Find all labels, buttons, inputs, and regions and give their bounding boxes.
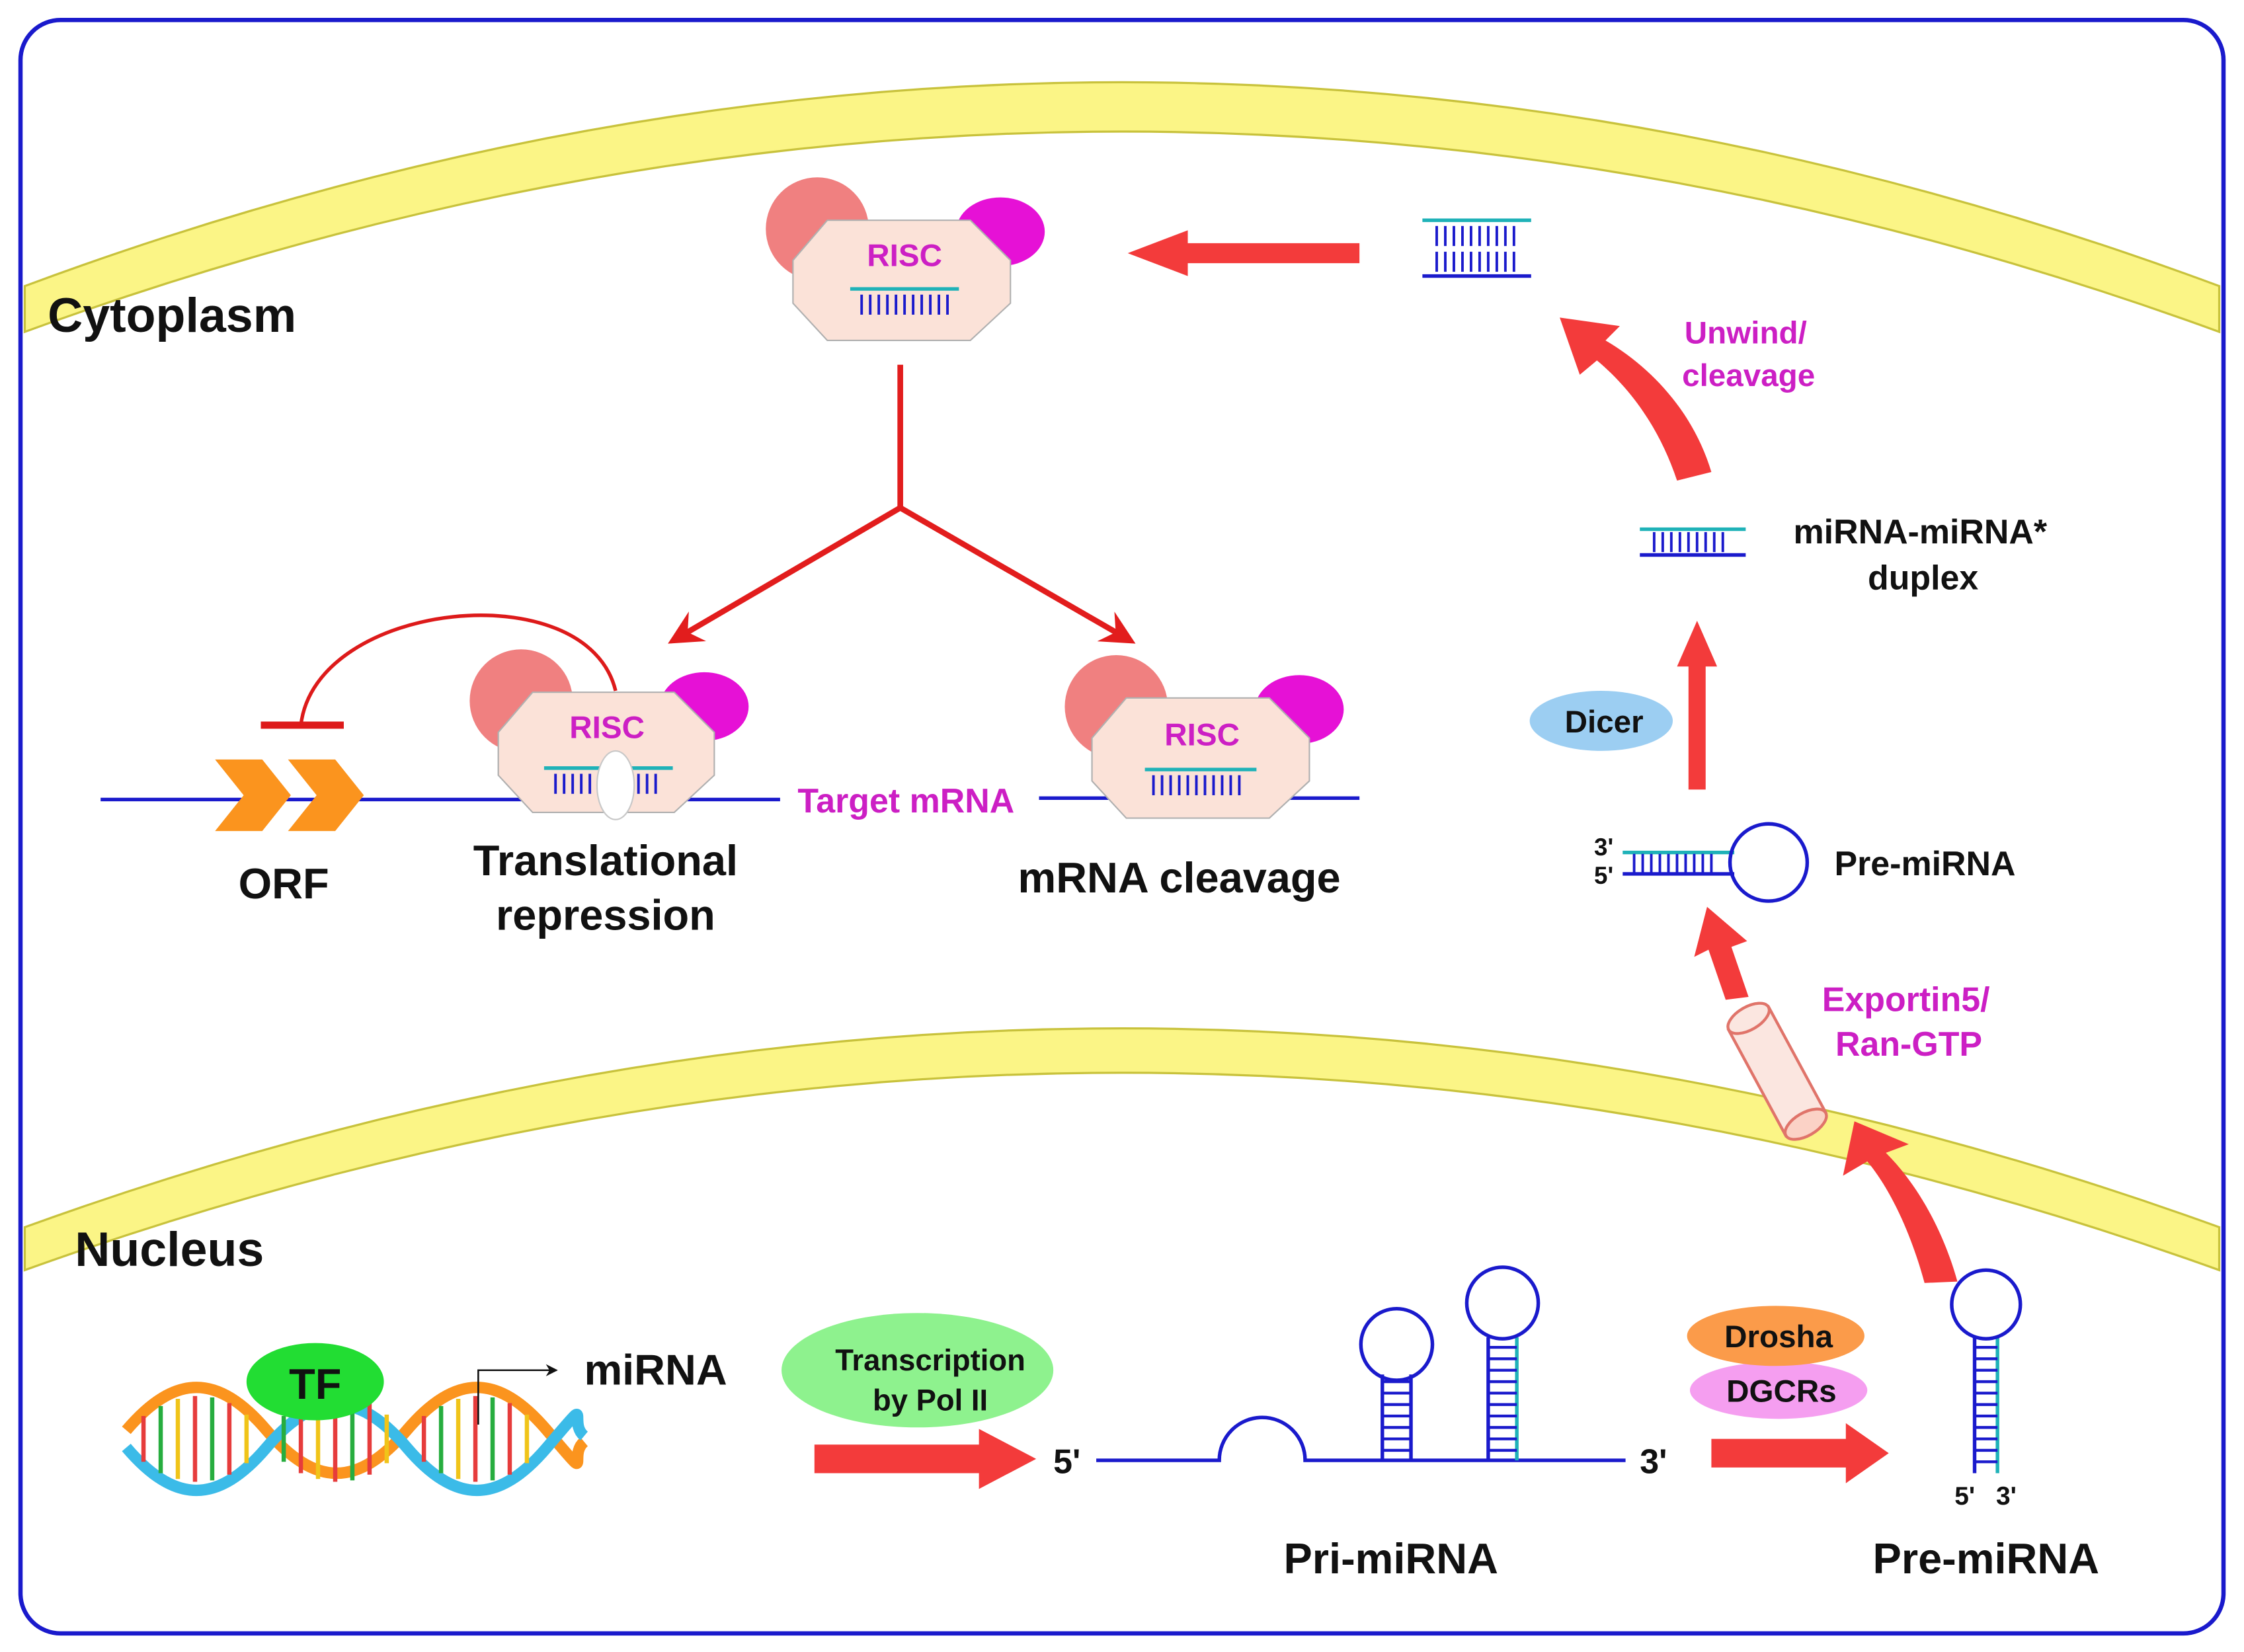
- duplex-label-line1: miRNA-miRNA*: [1794, 513, 2048, 551]
- pre-mirna-nuclear-hairpin: [1950, 1268, 2023, 1474]
- dgcrs-label: DGCRs: [1726, 1374, 1837, 1409]
- exportin5-label-line1: Exportin5/: [1822, 981, 1990, 1019]
- translational-label-line2: repression: [496, 890, 715, 939]
- translational-label-line1: Translational: [473, 836, 738, 885]
- cytoplasm-label: Cytoplasm: [48, 288, 296, 342]
- pre-mirna-cyto-five-prime: 5': [1594, 862, 1613, 889]
- transcription-arrow-icon: [814, 1429, 1037, 1489]
- export-curved-arrow-icon: [1843, 1121, 1958, 1283]
- pre-mirna-cyto-hairpin: [1623, 822, 1810, 903]
- dicer-enzyme: Dicer: [1529, 691, 1673, 751]
- risc-complex-right: RISC: [1064, 654, 1344, 819]
- risc-right-label: RISC: [1164, 717, 1240, 752]
- tf-label: TF: [289, 1360, 341, 1408]
- cell-membrane: [23, 81, 2221, 334]
- transcription-label-line1: Transcription: [835, 1343, 1025, 1377]
- risc-top-label: RISC: [867, 238, 942, 273]
- exportin5-channel: [1726, 1002, 1828, 1141]
- nuclear-membrane: [23, 1027, 2221, 1272]
- pre-mirna-cyto-label: Pre-miRNA: [1834, 845, 2015, 883]
- pre-mirna-nuclear-five-prime: 5': [1954, 1482, 1975, 1511]
- promoter-arrow-icon: [477, 1364, 558, 1425]
- risc-complex-top: RISC: [766, 177, 1045, 342]
- orf-label: ORF: [239, 859, 329, 908]
- unwind-label-line2: cleavage: [1682, 358, 1815, 393]
- inhibition-curve: [299, 613, 618, 726]
- duplex-label-line2: duplex: [1868, 559, 1978, 597]
- transcription-label-line2: by Pol II: [873, 1383, 988, 1417]
- nucleus-label: Nucleus: [75, 1222, 264, 1277]
- mirna-gene-label: miRNA: [584, 1345, 727, 1394]
- mature-mirna-icon: [1422, 218, 1531, 278]
- drosha-arrow-icon: [1711, 1423, 1889, 1483]
- orf-icon: [215, 759, 364, 832]
- risc-complex-left: RISC: [469, 649, 749, 820]
- dicer-label: Dicer: [1565, 705, 1644, 740]
- risc-loading-arrow-icon: [1127, 230, 1360, 276]
- unwind-curved-arrow-icon: [1560, 317, 1712, 481]
- pri-mirna-label: Pri-miRNA: [1284, 1534, 1499, 1583]
- pri-mirna-three-prime: 3': [1640, 1443, 1667, 1481]
- drosha-complex: Drosha DGCRs: [1687, 1306, 1868, 1419]
- dicer-arrow-icon: [1677, 621, 1718, 790]
- pri-mirna-strand: [1096, 1265, 1626, 1462]
- risc-branch-arrows: [668, 364, 1136, 644]
- target-mrna-label: Target mRNA: [797, 782, 1014, 820]
- pre-mirna-nuclear-three-prime: 3': [1996, 1482, 2017, 1511]
- export-arrow-icon: [1694, 906, 1749, 1000]
- pre-mirna-cyto-three-prime: 3': [1594, 834, 1613, 861]
- transcription-pol-ii: Transcription by Pol II: [781, 1313, 1054, 1428]
- mirna-duplex-icon: [1640, 527, 1746, 557]
- pre-mirna-nuclear-label: Pre-miRNA: [1873, 1534, 2100, 1583]
- drosha-label: Drosha: [1724, 1319, 1833, 1355]
- transcription-factor: TF: [246, 1343, 384, 1421]
- unwind-label-line1: Unwind/: [1685, 315, 1807, 350]
- exportin5-label-line2: Ran-GTP: [1835, 1025, 1982, 1064]
- pri-mirna-five-prime: 5': [1053, 1443, 1080, 1481]
- risc-left-label: RISC: [569, 710, 645, 745]
- mrna-cleavage-label: mRNA cleavage: [1018, 853, 1340, 902]
